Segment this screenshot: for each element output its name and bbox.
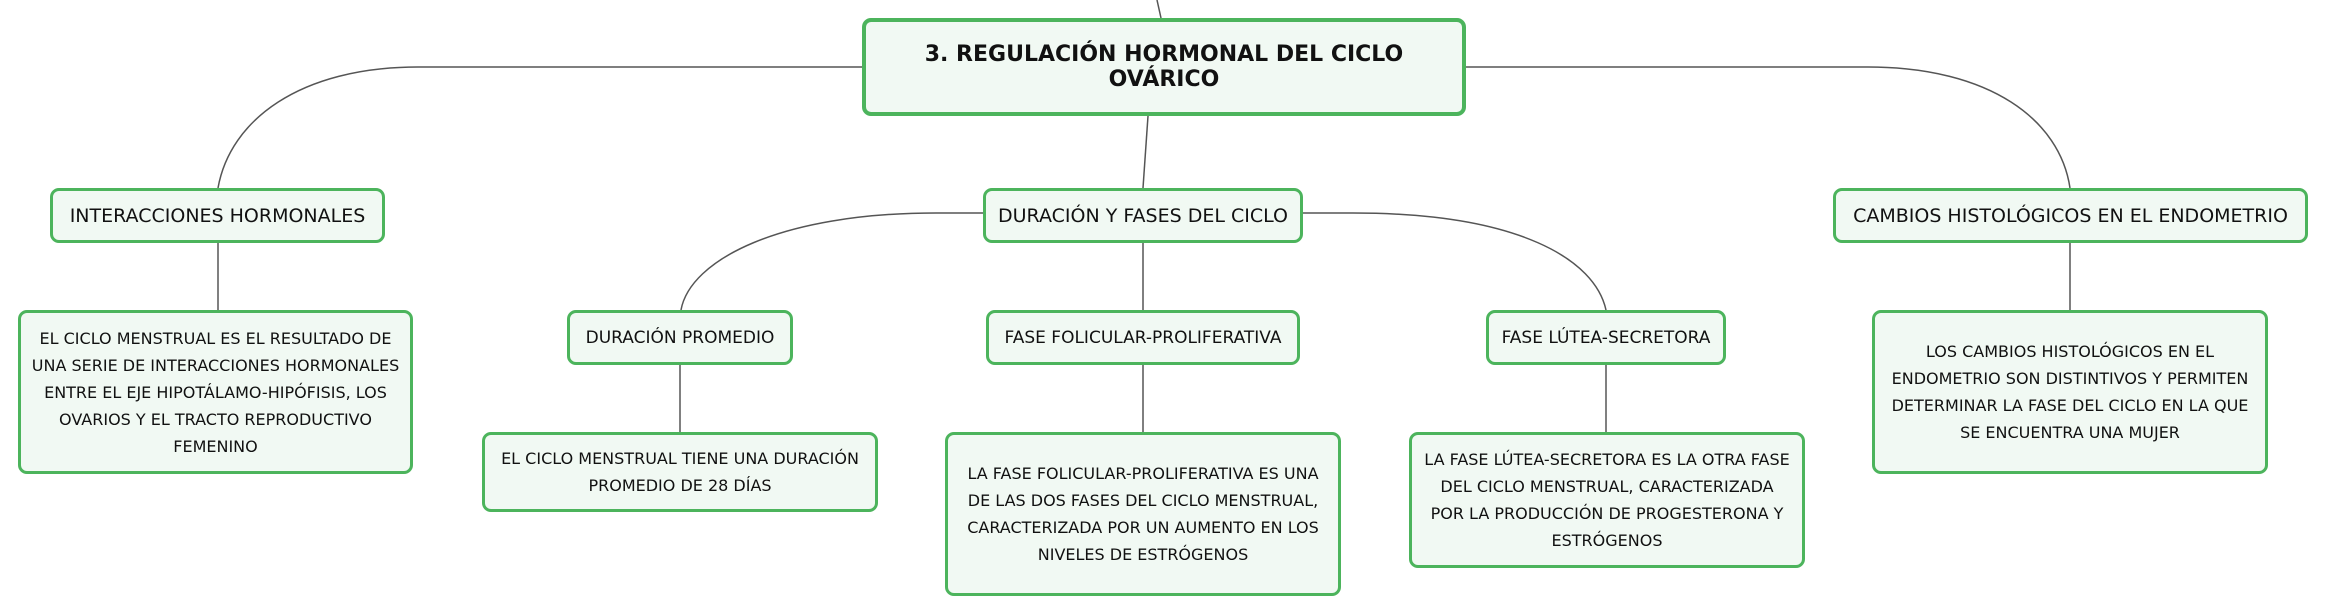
detail-text: EL CICLO MENSTRUAL ES EL RESULTADO DE UN… xyxy=(31,328,400,456)
subtopic-label: FASE LÚTEA-SECRETORA xyxy=(1501,327,1711,348)
topic-duracion-fases[interactable]: DURACIÓN Y FASES DEL CICLO xyxy=(983,188,1303,243)
detail-text: LA FASE FOLICULAR-PROLIFERATIVA ES UNA D… xyxy=(967,464,1319,564)
connector-root-parent xyxy=(1156,0,1162,19)
topic-label: CAMBIOS HISTOLÓGICOS EN EL ENDOMETRIO xyxy=(1853,204,2288,227)
topic-label: DURACIÓN Y FASES DEL CICLO xyxy=(998,204,1288,227)
topic-label: INTERACCIONES HORMONALES xyxy=(69,204,366,227)
detail-fase-lutea[interactable]: LA FASE LÚTEA-SECRETORA ES LA OTRA FASE … xyxy=(1409,432,1805,568)
detail-text: LA FASE LÚTEA-SECRETORA ES LA OTRA FASE … xyxy=(1424,450,1790,550)
connector-root-interacciones xyxy=(217,66,862,189)
subtopic-duracion-promedio[interactable]: DURACIÓN PROMEDIO xyxy=(567,310,793,365)
detail-text: EL CICLO MENSTRUAL TIENE UNA DURACIÓN PR… xyxy=(501,449,859,495)
topic-cambios-histologicos[interactable]: CAMBIOS HISTOLÓGICOS EN EL ENDOMETRIO xyxy=(1833,188,2308,243)
topic-interacciones-hormonales[interactable]: INTERACCIONES HORMONALES xyxy=(50,188,385,243)
subtopic-fase-folicular[interactable]: FASE FOLICULAR-PROLIFERATIVA xyxy=(986,310,1300,365)
subtopic-fase-lutea[interactable]: FASE LÚTEA-SECRETORA xyxy=(1486,310,1726,365)
connector-duracion-lutea xyxy=(1303,212,1607,311)
connector-root-duracion xyxy=(1142,115,1149,189)
detail-text: LOS CAMBIOS HISTOLÓGICOS EN EL ENDOMETRI… xyxy=(1891,342,2249,442)
root-topic[interactable]: 3. REGULACIÓN HORMONAL DEL CICLO OVÁRICO xyxy=(862,18,1466,116)
detail-fase-folicular[interactable]: LA FASE FOLICULAR-PROLIFERATIVA ES UNA D… xyxy=(945,432,1341,596)
detail-duracion-promedio[interactable]: EL CICLO MENSTRUAL TIENE UNA DURACIÓN PR… xyxy=(482,432,878,512)
detail-cambios-histologicos[interactable]: LOS CAMBIOS HISTOLÓGICOS EN EL ENDOMETRI… xyxy=(1872,310,2268,474)
connector-root-cambios xyxy=(1466,66,2071,189)
root-topic-label: 3. REGULACIÓN HORMONAL DEL CICLO OVÁRICO xyxy=(924,42,1404,92)
detail-interacciones-hormonales[interactable]: EL CICLO MENSTRUAL ES EL RESULTADO DE UN… xyxy=(18,310,413,474)
subtopic-label: FASE FOLICULAR-PROLIFERATIVA xyxy=(1004,327,1282,348)
connector-duracion-promedio xyxy=(680,212,983,311)
subtopic-label: DURACIÓN PROMEDIO xyxy=(585,327,775,348)
